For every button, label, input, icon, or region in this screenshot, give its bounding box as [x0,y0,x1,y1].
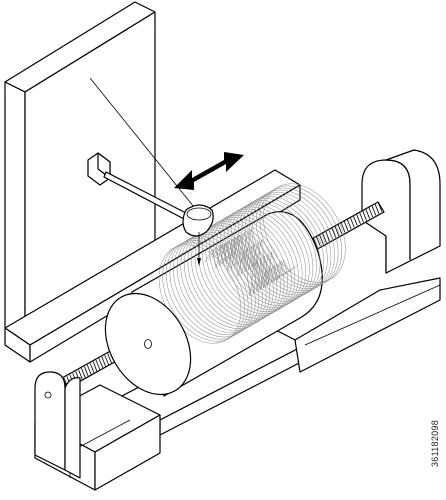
drum-ring [252,189,335,289]
shaft-thread [365,208,371,219]
stock-image-id: 361182098 [430,419,440,467]
shaft-thread [368,206,374,218]
drum-ring [216,210,299,310]
shaft-thread [352,215,358,226]
shaft-thread [337,224,343,235]
drum-ring [198,221,281,321]
drum-ring [256,187,339,287]
shaft-thread [349,217,355,228]
drum-ring [212,212,296,313]
shaft-thread [374,203,380,214]
drum-ring [259,185,342,285]
shaft-thread [371,205,377,216]
drum-ring [162,242,245,342]
shaft-thread [98,358,104,369]
right-end-support [361,149,441,274]
drum-ring [209,215,292,315]
shaft-thread [95,359,101,371]
shaft-thread [359,212,364,223]
shaft-thread [101,356,107,367]
drum-ring [176,233,260,334]
shaft-thread [362,210,367,221]
shaft-thread [89,363,95,374]
drum-ring [173,236,256,336]
trace-line [215,231,291,291]
trace-line [204,237,281,297]
drum-ring [227,204,310,304]
drum-ring [263,183,346,283]
shaft-thread [104,354,110,366]
shaft-thread [325,230,330,242]
drum-ring [169,238,252,338]
shaft-thread [340,222,346,233]
double-headed-arrow-icon [174,152,244,190]
shaft-thread [356,213,361,225]
shaft-thread [322,232,327,243]
drum-ring [223,206,306,306]
shaft-thread [343,220,349,231]
trace-line [218,229,295,289]
recording-drum [104,183,346,397]
shaft-thread [312,237,318,249]
drum-ring [230,202,314,302]
trace-line [222,227,298,287]
shaft-thread [78,369,83,380]
shaft-thread [81,368,86,379]
shaft-thread [331,227,337,238]
drum-ring [220,208,303,308]
pendulum-assembly [87,77,214,266]
shaft-thread [319,234,324,245]
trace-line [211,233,288,293]
shaft-thread [107,353,113,364]
trace-line [208,235,284,295]
shaft-thread [334,225,340,237]
drum-ring [205,217,288,317]
shaft-thread [377,201,383,213]
shaft-thread [346,218,352,230]
shaft-thread [83,366,89,377]
shaft-thread [86,364,92,376]
right-track [294,277,441,373]
drum-ring [166,240,249,340]
shaft-thread [92,361,98,372]
drum-ring [248,191,332,292]
drum-ring [202,219,285,319]
shaft-thread [315,236,321,247]
seismogram-trace [204,227,298,297]
left-end-support [34,371,81,479]
